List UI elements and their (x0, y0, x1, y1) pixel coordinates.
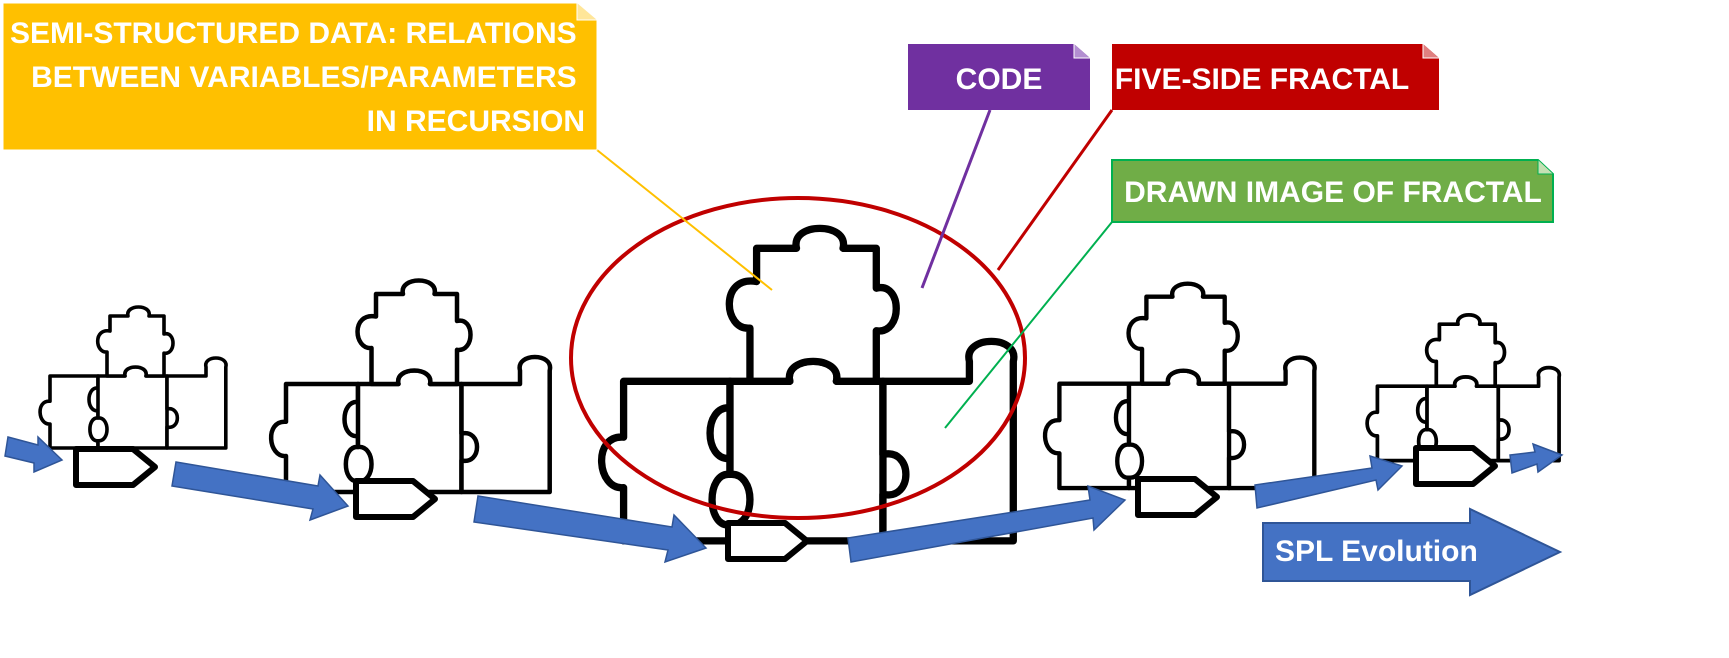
callout-semi-structured: SEMI-STRUCTURED DATA: RELATIONS BETWEEN … (2, 2, 598, 151)
leader-line-five-side-fractal (996, 109, 1114, 271)
spl-evolution-arrow: SPL Evolution (1262, 507, 1563, 597)
leader-line-semi-structured (596, 149, 773, 291)
evolution-arrows (4, 435, 1564, 564)
arrow-segment-4 (847, 484, 1127, 563)
tag-stage-5 (1416, 448, 1495, 484)
callout-five-side-fractal-label: FIVE-SIDE FRACTAL (1115, 63, 1409, 96)
callout-semi-structured-line-1: SEMI-STRUCTURED DATA: RELATIONS (10, 17, 577, 50)
leader-line-drawn-image (944, 221, 1113, 429)
puzzle-cluster-stage-2 (270, 280, 551, 493)
puzzle-cluster-stage-5 (1366, 314, 1560, 461)
callout-semi-structured-line-3: IN RECURSION (367, 105, 585, 138)
callout-code: CODE (908, 44, 1090, 110)
tag-stage-4 (1138, 479, 1217, 515)
puzzle-cluster-stage-3 (600, 227, 1015, 542)
arrow-segment-6 (1509, 442, 1564, 475)
tag-stage-3 (728, 523, 807, 559)
callout-five-side-fractal: FIVE-SIDE FRACTAL (1112, 44, 1439, 110)
arrow-segment-5 (1254, 454, 1404, 509)
arrow-segment-2 (171, 461, 350, 522)
spl-evolution-label: SPL Evolution (1275, 535, 1478, 568)
puzzle-cluster-stage-1 (39, 306, 227, 449)
callout-drawn-image-label: DRAWN IMAGE OF FRACTAL (1124, 176, 1542, 209)
arrow-segment-1 (4, 435, 64, 474)
puzzle-cluster-stage-4 (1044, 283, 1316, 489)
callout-drawn-image: DRAWN IMAGE OF FRACTAL (1111, 159, 1554, 223)
callout-code-label: CODE (956, 63, 1043, 96)
tag-stage-1 (76, 449, 155, 485)
svg-text:SEMI-STRUCTURED DATA: RELATION: SEMI-STRUCTURED DATA: RELATIONS BETWEEN … (10, 17, 585, 138)
tag-stage-2 (356, 481, 435, 517)
leader-line-code (920, 109, 992, 289)
highlight-ellipse (569, 196, 1027, 520)
arrow-segment-3 (473, 495, 708, 564)
callout-semi-structured-line-2: BETWEEN VARIABLES/PARAMETERS (31, 61, 577, 94)
